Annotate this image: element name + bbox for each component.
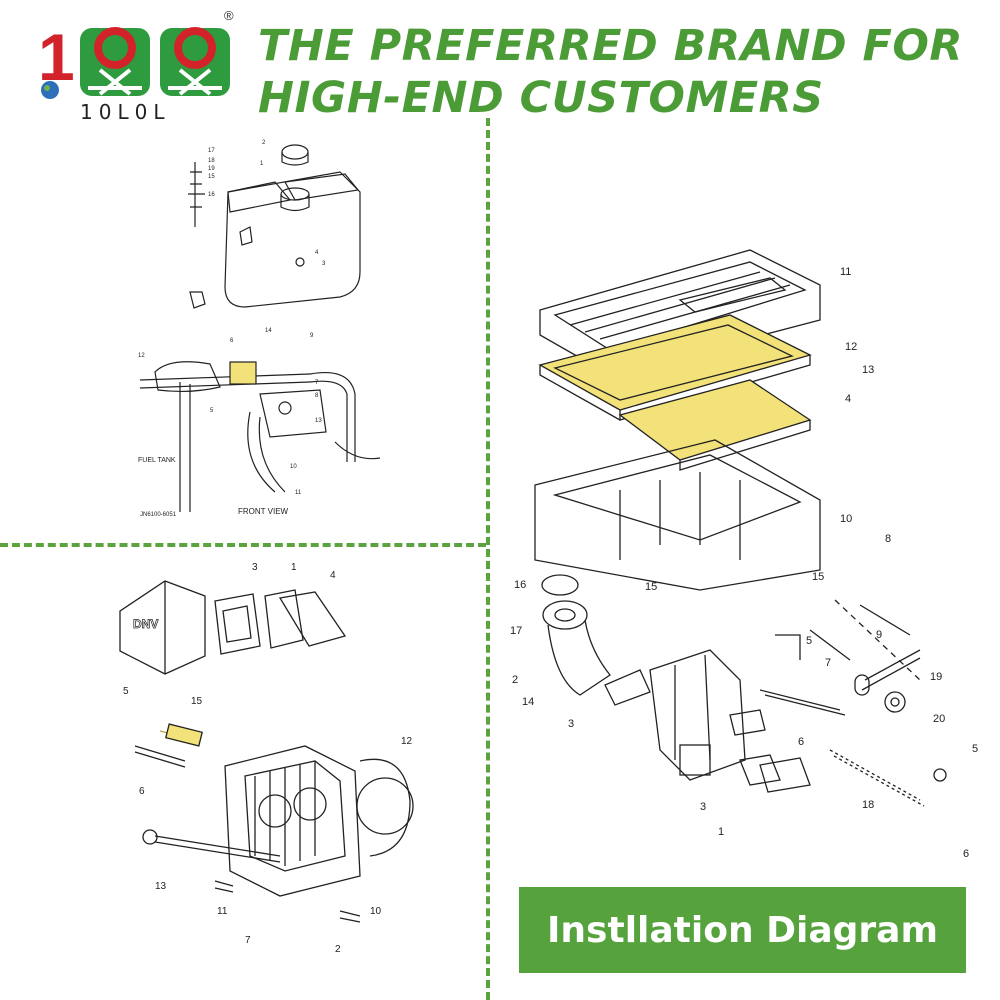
callout-filter-1: 1 — [718, 826, 724, 838]
headline-line-1: THE PREFERRED BRAND FOR — [258, 21, 964, 71]
callout-filter-14: 14 — [522, 696, 534, 708]
callout-filter-15b: 15 — [812, 571, 824, 583]
callout-fuel-16: 16 — [208, 192, 215, 198]
front-view-label: FRONT VIEW — [238, 507, 289, 516]
callout-head-3: 12 — [401, 736, 413, 747]
callout-filter-11: 11 — [840, 266, 851, 278]
callout-fuel-3: 3 — [322, 261, 326, 267]
callout-head-7: 15 — [191, 696, 203, 707]
callout-head-15: 6 — [139, 786, 145, 797]
callout-filter-13: 13 — [862, 364, 874, 376]
callout-fuel-12: 12 — [138, 353, 145, 359]
fuel-system-diagram: FUEL TANK FRONT VIEW JN6100-6051 2 1 17 … — [138, 140, 381, 518]
callout-fuel-5: 5 — [210, 408, 214, 414]
callout-head-2: 11 — [217, 906, 228, 917]
callout-fuel-15: 15 — [208, 174, 215, 180]
callout-head-6: 2 — [335, 944, 341, 955]
callout-filter-12: 12 — [845, 341, 857, 353]
callout-fuel-1: 1 — [260, 161, 264, 167]
callout-filter-20: 20 — [933, 713, 945, 725]
installation-diagram-banner: Instllation Diagram — [519, 887, 966, 973]
fuel-tank-label: FUEL TANK — [138, 457, 176, 464]
callout-filter-5b: 5 — [972, 743, 978, 755]
svg-text:DNV: DNV — [133, 617, 158, 631]
callout-filter-10: 10 — [840, 513, 852, 525]
logo-wordmark: 10L0L — [80, 100, 171, 124]
brand-logo: 1 — [38, 20, 230, 99]
part-code-label: JN6100-6051 — [140, 512, 177, 518]
callout-fuel-14: 14 — [265, 328, 272, 334]
callout-head-12: 4 — [330, 570, 336, 581]
callout-filter-16: 16 — [514, 579, 526, 591]
callout-filter-6a: 6 — [798, 736, 804, 748]
headline-line-2: HIGH-END CUSTOMERS — [258, 73, 824, 123]
svg-text:1: 1 — [38, 20, 75, 94]
air-filter-diagram: 11 12 13 4 10 8 15 15 16 9 17 5 2 7 19 1… — [510, 249, 978, 860]
callout-head-11: 3 — [252, 562, 258, 573]
callout-filter-18: 18 — [862, 799, 874, 811]
callout-filter-19: 19 — [930, 671, 942, 683]
callout-fuel-4: 4 — [315, 250, 319, 256]
callout-filter-8: 8 — [885, 533, 891, 545]
callout-filter-9: 9 — [876, 629, 882, 641]
callout-head-1: 7 — [245, 935, 251, 946]
callout-fuel-8: 8 — [315, 393, 319, 399]
headline: THE PREFERRED BRAND FOR HIGH-END CUSTOME… — [258, 20, 993, 124]
callout-filter-6b: 6 — [963, 848, 969, 860]
callout-fuel-2: 2 — [262, 140, 266, 146]
callout-fuel-13: 13 — [315, 418, 322, 424]
horizontal-divider — [0, 543, 486, 547]
callout-filter-3a: 3 — [568, 718, 574, 730]
cylinder-head-diagram: DNV 3 1 4 5 15 12 6 13 11 10 7 2 — [119, 562, 414, 955]
callout-head-5: 10 — [370, 906, 382, 917]
callout-fuel-17: 17 — [208, 148, 215, 154]
callout-fuel-10: 10 — [290, 464, 297, 470]
callout-fuel-6: 6 — [230, 338, 234, 344]
registered-mark: ® — [224, 8, 234, 23]
callout-fuel-7: 7 — [315, 380, 319, 386]
callout-filter-4: 4 — [845, 393, 851, 405]
vertical-divider — [486, 118, 490, 1000]
callout-fuel-19: 19 — [208, 166, 215, 172]
callout-head-10: 1 — [291, 562, 297, 573]
callout-fuel-9: 9 — [310, 333, 314, 339]
callout-filter-5a: 5 — [806, 635, 812, 647]
callout-filter-2: 2 — [512, 674, 518, 686]
callout-head-13: 5 — [123, 686, 129, 697]
callout-filter-7: 7 — [825, 657, 831, 669]
callout-fuel-11: 11 — [295, 490, 302, 496]
callout-filter-15a: 15 — [645, 581, 657, 593]
callout-filter-17: 17 — [510, 625, 522, 637]
callout-head-4: 13 — [155, 881, 167, 892]
callout-fuel-18: 18 — [208, 158, 215, 164]
callout-filter-3b: 3 — [700, 801, 706, 813]
